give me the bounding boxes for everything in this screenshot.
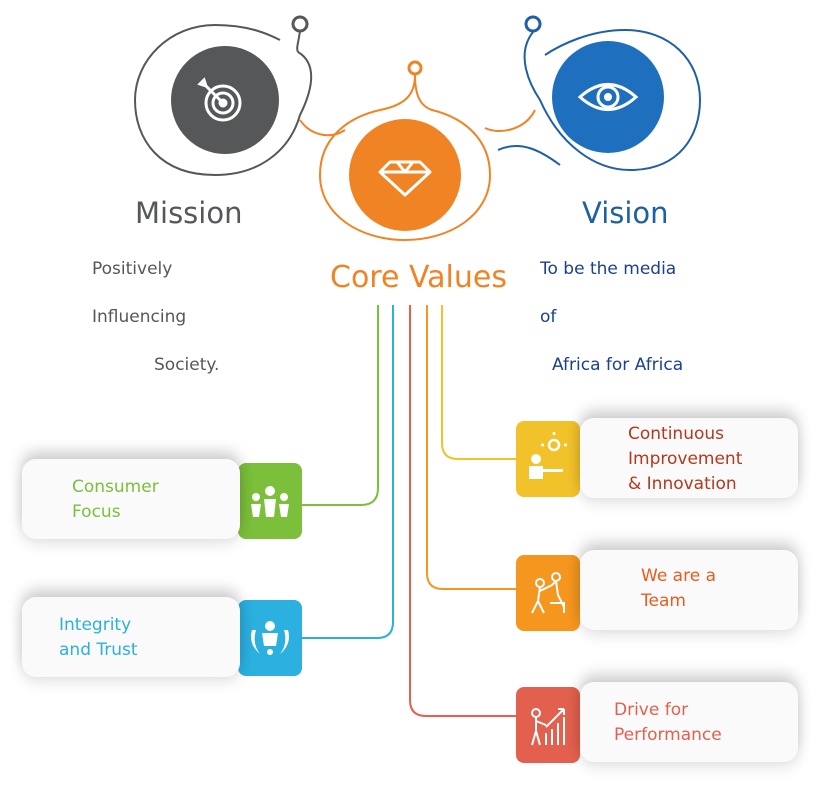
team-label: We are a Team <box>641 566 716 611</box>
mission-ring <box>133 23 313 177</box>
core-ring-dot <box>407 60 423 76</box>
drive-card: Drive for Performance <box>580 682 798 762</box>
continuous-tile <box>516 421 580 497</box>
diamond-icon <box>378 160 432 197</box>
integrity-label: Integrity and Trust <box>59 615 138 660</box>
core-ring <box>318 74 492 242</box>
continuous-card: Continuous Improvement & Innovation <box>580 418 798 498</box>
connector-continuous <box>441 305 518 460</box>
drive-label: Drive for Performance <box>614 700 722 745</box>
people-cheering-icon <box>251 486 289 517</box>
target-icon <box>197 77 242 122</box>
vision-ring <box>523 28 702 172</box>
drive-tile <box>516 687 580 763</box>
mission-statement: Positively Influencing Society. <box>92 259 220 375</box>
mission-title: Mission <box>135 196 243 230</box>
consumer-focus-label: Consumer Focus <box>72 477 159 522</box>
growth-chart-icon <box>531 708 565 746</box>
continuous-label: Continuous Improvement & Innovation <box>628 424 743 494</box>
team-card: We are a Team <box>580 550 798 630</box>
vision-statement: To be the media of Africa for Africa <box>540 259 684 375</box>
eye-icon <box>577 83 639 111</box>
team-climb-icon <box>531 572 565 614</box>
integrity-tile <box>238 600 302 676</box>
laurel-person-icon <box>251 621 289 655</box>
team-tile <box>516 555 580 631</box>
core-values-title: Core Values <box>330 260 507 295</box>
integrity-card: Integrity and Trust <box>22 597 240 677</box>
consumer-focus-tile <box>238 463 302 539</box>
connector-integrity <box>300 305 394 639</box>
consumer-focus-card: Consumer Focus <box>22 459 240 539</box>
connector-consumer-focus <box>300 305 379 506</box>
idea-person-icon <box>529 432 567 479</box>
vision-ring-dot <box>524 15 542 33</box>
mission-ring-dot <box>291 15 309 33</box>
connector-team <box>426 305 518 590</box>
vision-title: Vision <box>582 196 669 230</box>
core-circle <box>349 119 461 231</box>
connector-drive <box>409 305 518 717</box>
